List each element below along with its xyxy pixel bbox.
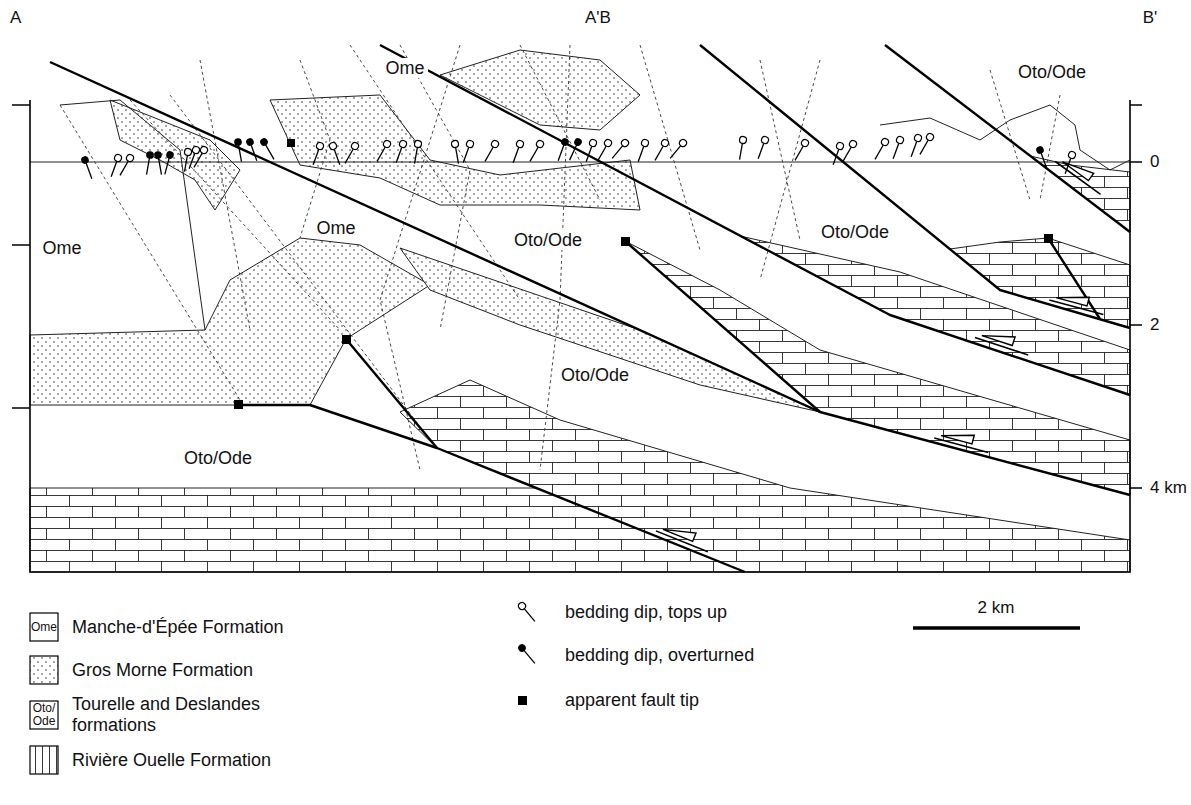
formation-label: Oto/Ode xyxy=(558,365,632,386)
legend-text: Tourelle and Deslandes formations xyxy=(72,694,287,735)
legend-text: Rivière Ouelle Formation xyxy=(72,750,271,771)
legend-swatch xyxy=(30,701,58,729)
swatch-label: Ome xyxy=(30,621,58,634)
legend-swatch xyxy=(30,656,58,684)
formation-label: Ome xyxy=(313,218,358,239)
formation-label: Oto/Ode xyxy=(511,230,585,251)
legend-text: apparent fault tip xyxy=(565,690,699,711)
legend-symbol xyxy=(518,696,527,705)
legend-symbol xyxy=(517,601,537,624)
formation-label: Oto/Ode xyxy=(1015,62,1089,83)
section-end-label: A xyxy=(10,8,21,28)
formation-label: Oto/Ode xyxy=(181,448,255,469)
legend-swatch xyxy=(30,613,58,641)
scale-label: 2 km xyxy=(978,598,1015,618)
formation-label: Ome xyxy=(382,58,427,79)
formation-label: Oto/Ode xyxy=(818,222,892,243)
section-end-label: A'B xyxy=(585,8,611,28)
legend-text: bedding dip, tops up xyxy=(565,602,727,623)
legend-text: bedding dip, overturned xyxy=(565,645,754,666)
swatch-label: Oto/ Ode xyxy=(30,702,58,727)
depth-label: 0 xyxy=(1150,152,1159,172)
legend-text: Gros Morne Formation xyxy=(72,660,253,681)
legend-text: Manche-d'Épée Formation xyxy=(72,617,284,638)
formation-label: Ome xyxy=(39,238,84,259)
legend-swatch xyxy=(30,746,58,774)
section-end-label: B' xyxy=(1143,8,1158,28)
depth-label: 4 km xyxy=(1150,478,1187,498)
legend-symbol xyxy=(517,643,538,666)
depth-label: 2 xyxy=(1150,315,1159,335)
